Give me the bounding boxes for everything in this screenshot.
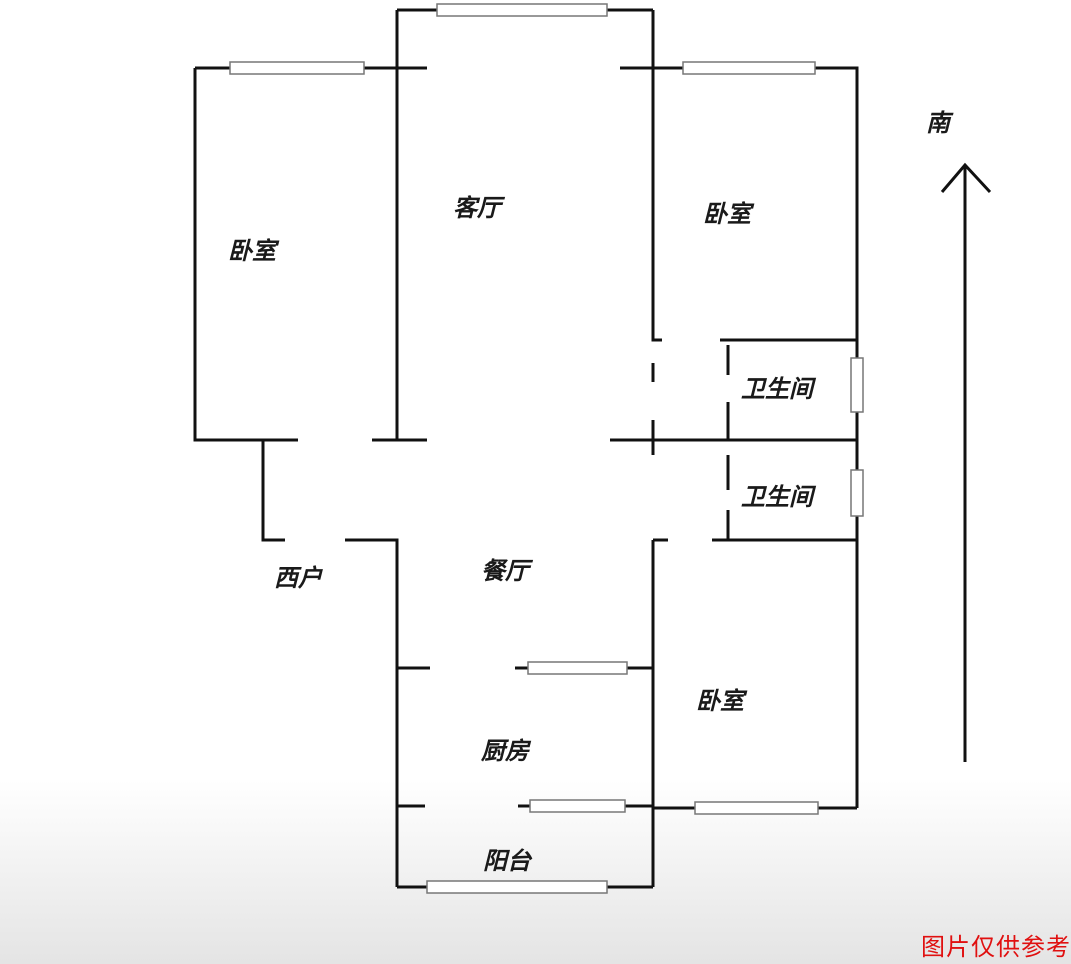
compass: 南 bbox=[926, 109, 992, 762]
room-label-bathroom-1: 卫生间 bbox=[741, 375, 817, 403]
room-label-bedroom-south-east: 卧室 bbox=[696, 687, 748, 715]
arrow-up-icon bbox=[940, 162, 992, 762]
window bbox=[529, 799, 626, 813]
room-labels: 卧室 客厅 卧室 卫生间 卫生间 西户 餐厅 卧室 厨房 阳台 bbox=[228, 194, 817, 875]
window bbox=[682, 61, 816, 75]
room-label-bedroom-north-east: 卧室 bbox=[703, 200, 755, 228]
room-label-bathroom-2: 卫生间 bbox=[741, 483, 817, 511]
window bbox=[527, 661, 628, 675]
disclaimer-text: 图片仅供参考 bbox=[921, 933, 1071, 961]
compass-label: 南 bbox=[926, 109, 954, 137]
window bbox=[850, 357, 864, 413]
windows bbox=[229, 3, 864, 894]
window bbox=[436, 3, 608, 17]
window bbox=[229, 61, 365, 75]
room-label-dining-room: 餐厅 bbox=[481, 557, 534, 585]
room-label-bedroom-west: 卧室 bbox=[228, 237, 280, 265]
window bbox=[850, 469, 864, 517]
window bbox=[694, 801, 819, 815]
room-label-living-room: 客厅 bbox=[453, 194, 506, 222]
room-label-kitchen: 厨房 bbox=[480, 737, 532, 765]
room-label-balcony: 阳台 bbox=[483, 847, 533, 875]
room-label-entrance: 西户 bbox=[274, 564, 323, 592]
window bbox=[426, 880, 608, 894]
